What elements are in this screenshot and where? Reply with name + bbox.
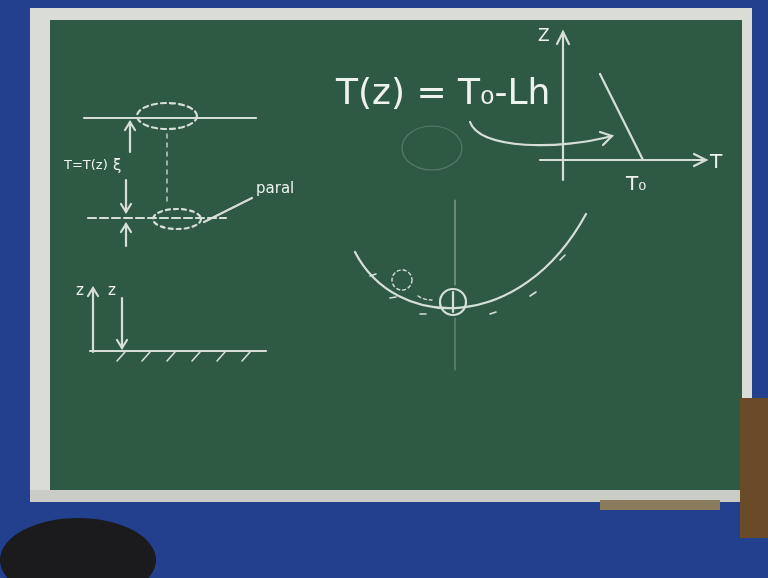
pointer-arrow: [470, 122, 612, 145]
temperature-profile: [600, 74, 643, 160]
displacement-arrow: [129, 122, 131, 152]
equation-label: T=T(z): [64, 158, 108, 172]
arrowhead: [125, 122, 135, 130]
leader-line: [204, 198, 252, 222]
symbol-label: ξ: [113, 157, 121, 174]
chalkboard: [50, 20, 742, 490]
well-curve: [355, 214, 586, 308]
axis-arrowhead: [694, 154, 706, 166]
arrowhead: [88, 288, 98, 296]
path-line: [166, 134, 167, 204]
motion-mark: [418, 296, 432, 300]
ball-mark: [452, 292, 454, 312]
arrowhead: [117, 340, 127, 348]
axis-label: z: [76, 282, 84, 299]
axis-tick-label: T₀: [626, 172, 646, 194]
z-arrow: [121, 298, 123, 348]
arrowhead: [121, 224, 131, 232]
ground-line: [90, 350, 266, 352]
ball: [440, 289, 466, 315]
axis-label: Z: [538, 26, 550, 45]
arrowhead: [121, 204, 131, 212]
eraser: [600, 500, 720, 510]
arrowhead: [600, 132, 612, 145]
chalk-drawing: [84, 32, 706, 370]
axis-label: T: [710, 150, 722, 172]
lower-level-line: [88, 217, 226, 219]
center-line: [454, 318, 455, 370]
desk-edge: [740, 398, 768, 538]
t-axis: [540, 159, 706, 161]
displacement-arrow: [125, 180, 127, 212]
z-axis: [562, 32, 564, 180]
upper-level-line: [84, 117, 256, 119]
curve-ticks: [370, 255, 565, 314]
displaced-ball: [392, 270, 412, 290]
ground-hatch: [117, 352, 250, 361]
erased-mark: [402, 126, 462, 170]
board-frame: [30, 8, 752, 500]
axis-arrowhead: [557, 32, 569, 44]
parcel-outline: [137, 103, 197, 129]
formula: T(z) = T₀-Lh: [336, 72, 550, 112]
annotation: paral: [256, 180, 294, 197]
center-line: [454, 200, 455, 285]
parcel-outline: [153, 209, 201, 229]
z-axis: [92, 288, 94, 352]
axis-label: z: [108, 282, 116, 299]
student-head: [0, 518, 156, 578]
